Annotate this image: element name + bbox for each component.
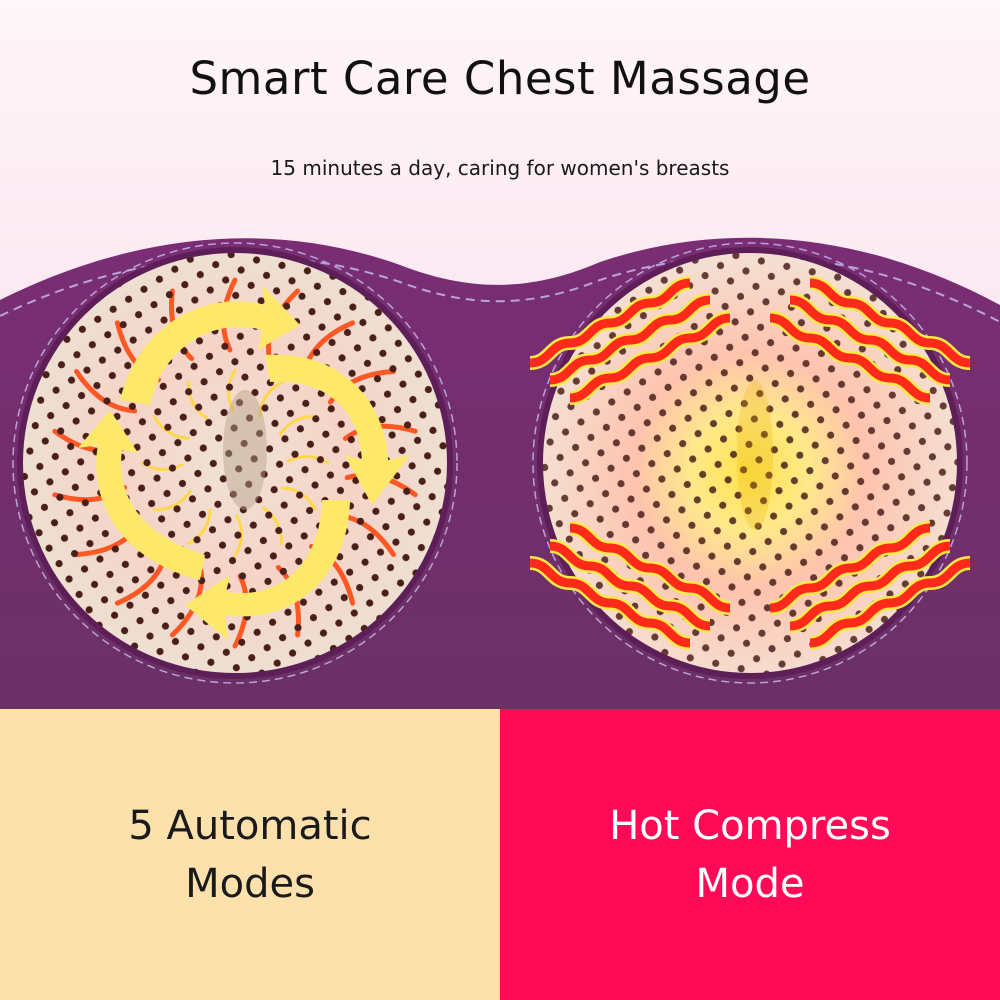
rotation-arrows-icon [78, 285, 410, 640]
heat-waves-icon [529, 276, 971, 650]
feature-label-line1: Hot Compress [609, 802, 891, 849]
massager-product-image [0, 237, 1000, 710]
page-subtitle: 15 minutes a day, caring for women's bre… [270, 156, 730, 180]
page-title: Smart Care Chest Massage [189, 52, 811, 105]
feature-label-line2: Modes [185, 860, 315, 907]
feature-label-line2: Mode [695, 860, 805, 907]
feature-hot-compress: Hot Compress Mode [500, 709, 1000, 1000]
feature-automatic-modes: 5 Automatic Modes [0, 709, 500, 1000]
feature-label-line1: 5 Automatic [128, 802, 372, 849]
feature-panels: 5 Automatic Modes Hot Compress Mode [0, 709, 1000, 1000]
